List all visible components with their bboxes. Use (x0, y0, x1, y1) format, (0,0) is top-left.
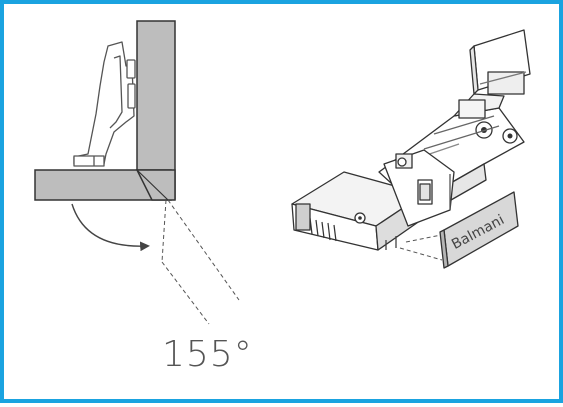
cabinet-section (34, 20, 240, 325)
brand-plate (439, 191, 519, 269)
hinge-assembly (291, 29, 531, 269)
hinge-cup (73, 41, 136, 167)
opening-arrow (71, 203, 150, 252)
mitre-corner (135, 169, 176, 201)
swing-lines (161, 199, 240, 325)
diagram-canvas: Balmani (34, 20, 531, 325)
opening-angle-label: 155° (162, 334, 253, 375)
hinge-link-block (383, 149, 455, 227)
hinge-cup-housing (291, 171, 425, 251)
mounting-plate (469, 29, 531, 95)
